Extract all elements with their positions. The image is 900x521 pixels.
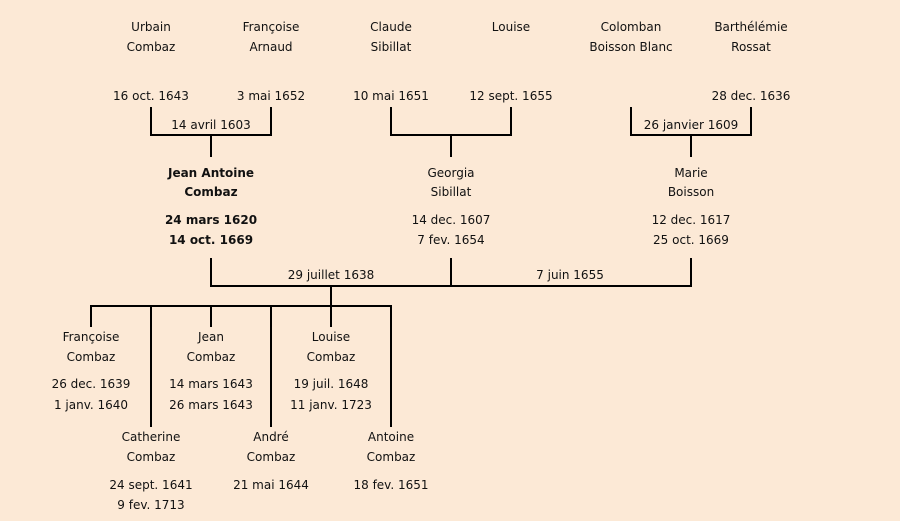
person-last-name: Combaz (246, 450, 296, 464)
connector-line (690, 258, 692, 287)
person-last-name: Combaz (306, 350, 356, 364)
person-first-name: André (253, 430, 289, 444)
connector-line (150, 107, 152, 136)
person-last-name: Arnaud (249, 40, 293, 54)
person-birth: 12 dec. 1617 (651, 213, 731, 227)
person-birth: 24 mars 1620 (164, 213, 258, 227)
connector-line (450, 134, 452, 157)
person-death: 1 janv. 1640 (53, 398, 129, 412)
person-first-name: Georgia (427, 166, 475, 180)
person-last-name: Boisson (667, 185, 715, 199)
connector-line (90, 305, 392, 307)
connector-line (390, 107, 392, 136)
marriage-date: 26 janvier 1609 (643, 118, 739, 132)
person-first-name: Catherine (121, 430, 181, 444)
connector-line (90, 305, 92, 327)
person-death: 26 mars 1643 (169, 398, 253, 412)
person-birth: 14 dec. 1607 (411, 213, 491, 227)
connector-line (690, 134, 692, 157)
person-first-name: Louise (491, 20, 531, 34)
person-first-name: Urbain (131, 20, 171, 34)
person-last-name: Combaz (126, 40, 176, 54)
person-first-name: Antoine (367, 430, 415, 444)
person-date: 12 sept. 1655 (469, 89, 553, 103)
person-first-name: Colomban (600, 20, 662, 34)
connector-line (270, 107, 272, 136)
person-last-name: Boisson Blanc (589, 40, 673, 54)
person-death: 11 janv. 1723 (290, 398, 372, 412)
person-first-name: Jean (198, 330, 224, 344)
connector-line (270, 305, 272, 427)
person-first-name: Claude (370, 20, 412, 34)
connector-line (390, 305, 392, 427)
person-first-name: Barthélémie (714, 20, 788, 34)
person-last-name: Sibillat (430, 185, 472, 199)
person-birth: 19 juil. 1648 (293, 377, 369, 391)
connector-line (510, 107, 512, 136)
person-last-name: Combaz (186, 350, 236, 364)
connector-line (210, 258, 212, 287)
marriage-date: 7 juin 1655 (536, 268, 604, 282)
person-birth: 18 fev. 1651 (353, 478, 429, 492)
person-death: 9 fev. 1713 (117, 498, 185, 512)
person-last-name: Rossat (731, 40, 771, 54)
person-last-name: Sibillat (370, 40, 412, 54)
person-birth: 14 mars 1643 (169, 377, 253, 391)
connector-line (210, 285, 692, 287)
connector-line (330, 305, 332, 327)
person-death: 25 oct. 1669 (653, 233, 729, 247)
person-first-name: Louise (311, 330, 351, 344)
person-birth: 21 mai 1644 (233, 478, 309, 492)
person-last-name: Combaz (66, 350, 116, 364)
person-date: 16 oct. 1643 (113, 89, 189, 103)
person-date: 3 mai 1652 (236, 89, 306, 103)
person-first-name: Jean Antoine (167, 166, 255, 180)
connector-line (630, 107, 632, 136)
connector-line (450, 258, 452, 287)
connector-line (150, 305, 152, 427)
connector-line (210, 305, 212, 327)
person-last-name: Combaz (126, 450, 176, 464)
person-death: 7 fev. 1654 (417, 233, 485, 247)
person-first-name: Françoise (242, 20, 300, 34)
connector-line (330, 285, 332, 306)
person-birth: 26 dec. 1639 (51, 377, 131, 391)
person-last-name: Combaz (366, 450, 416, 464)
connector-line (210, 134, 212, 157)
marriage-date: 14 avril 1603 (171, 118, 251, 132)
connector-line (750, 107, 752, 136)
person-date: 28 dec. 1636 (711, 89, 791, 103)
person-first-name: Marie (674, 166, 708, 180)
person-first-name: Françoise (62, 330, 120, 344)
person-birth: 24 sept. 1641 (109, 478, 193, 492)
person-death: 14 oct. 1669 (168, 233, 254, 247)
marriage-date: 29 juillet 1638 (287, 268, 375, 282)
person-date: 10 mai 1651 (353, 89, 429, 103)
person-last-name: Combaz (184, 185, 238, 199)
